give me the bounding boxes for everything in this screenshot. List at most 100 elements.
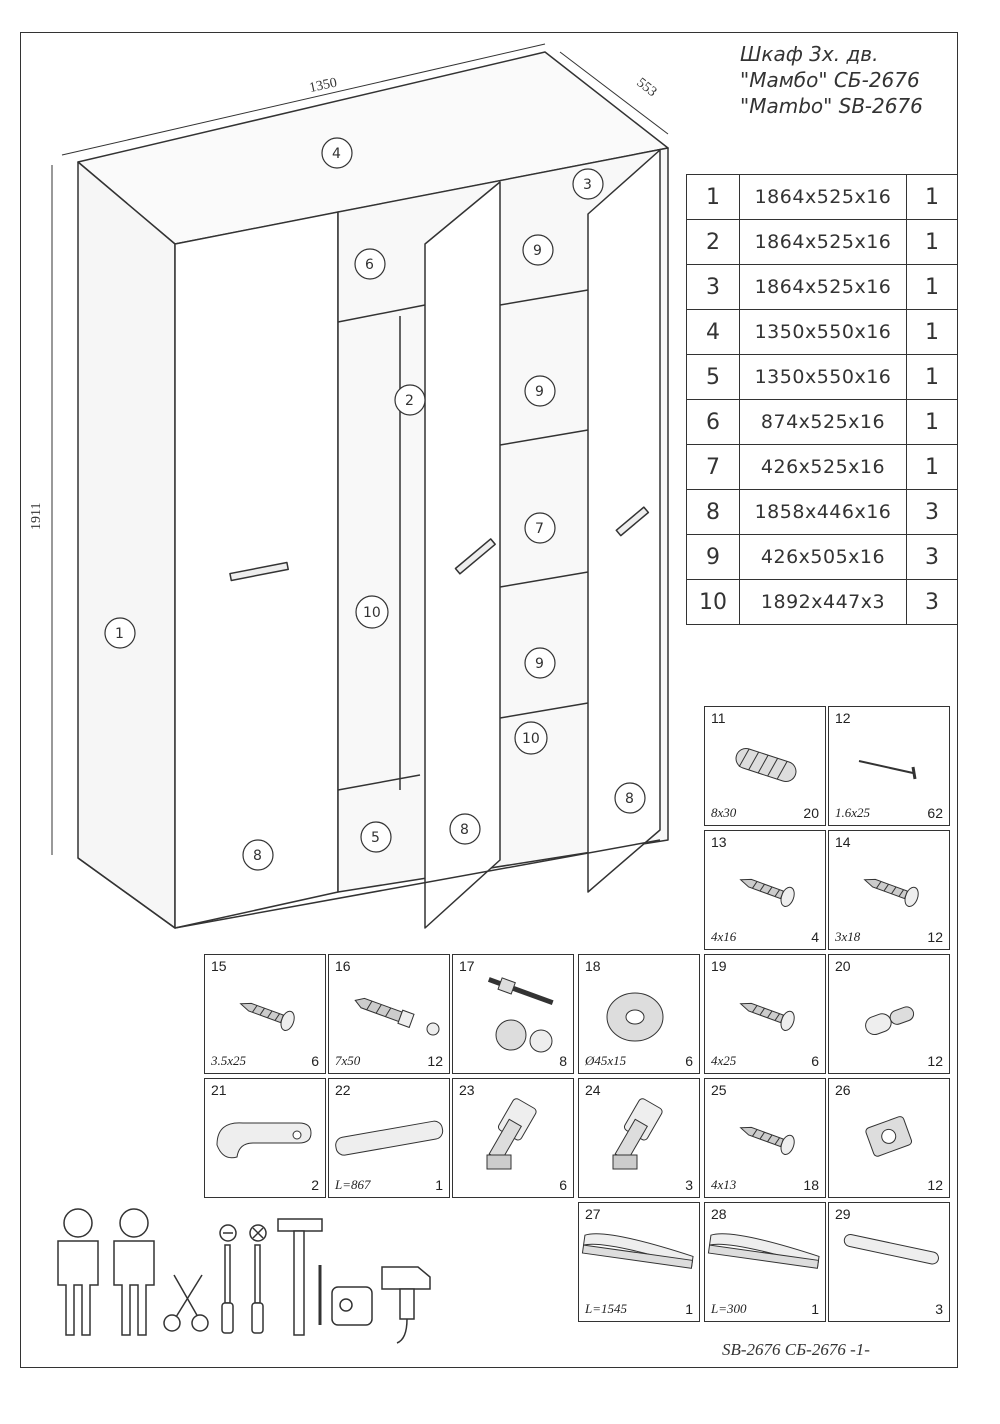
screwdriver-cross-icon [249,1224,267,1334]
mounting-plate-icon [865,1116,913,1157]
hardware-size: 3x18 [835,929,861,944]
part-quantity: 1 [906,174,958,220]
callout-part-9-top: 9 [522,234,554,266]
hardware-quantity: 8 [559,1053,567,1069]
confirmat-screw-icon [354,997,440,1036]
handle-profile-icon [707,1233,820,1269]
hardware-quantity: 1 [685,1301,693,1317]
hardware-number: 20 [835,958,851,974]
part-quantity: 1 [906,264,958,310]
screwdriver-flat-icon [219,1224,237,1334]
hardware-number: 14 [835,834,851,850]
svg-text:3: 3 [583,177,592,193]
dimension-height: 1911 [29,503,44,530]
svg-text:4: 4 [332,146,341,162]
part-quantity: 3 [906,579,958,625]
part-number: 2 [686,219,740,265]
hardware-number: 29 [835,1206,851,1222]
callout-part-10-right: 10 [514,721,548,755]
hardware-number: 18 [585,958,601,974]
hardware-number: 12 [835,710,851,726]
hardware-quantity: 6 [811,1053,819,1069]
svg-text:9: 9 [533,243,542,259]
part-size: 1350x550x16 [739,354,907,400]
hardware-quantity: 1 [435,1177,443,1193]
dowel-icon [735,748,797,782]
part-size: 1350x550x16 [739,309,907,355]
hardware-size: 3.5x25 [211,1053,247,1068]
part-size: 426x505x16 [739,534,907,580]
hardware-number: 24 [585,1082,601,1098]
scissors-icon [163,1274,209,1332]
hardware-size: 4x25 [711,1053,737,1068]
handle-icon [843,1234,939,1265]
cam-lock-icon [487,977,554,1053]
svg-text:8: 8 [253,848,262,864]
part-number: 8 [686,489,740,535]
part-size: 1864x525x16 [739,264,907,310]
hardware-quantity: 1 [811,1301,819,1317]
dimension-width: 1350 [308,75,339,95]
page-footer: SB-2676 СБ-2676 -1- [722,1340,870,1359]
callout-part-3: 3 [572,168,604,200]
tape-measure-icon [331,1286,373,1326]
hardware-number: 15 [211,958,227,974]
part-quantity: 1 [906,219,958,265]
title-product-ru: Шкаф 3х. дв. [740,42,879,66]
hardware-quantity: 12 [927,1177,943,1193]
svg-text:1: 1 [115,626,124,642]
hardware-number: 16 [335,958,351,974]
nail-icon [858,760,917,780]
callout-part-1: 1 [104,617,136,649]
hardware-number: 22 [335,1082,351,1098]
part-number: 7 [686,444,740,490]
hinge-icon [612,1098,663,1170]
svg-text:7: 7 [535,521,544,537]
part-size: 1864x525x16 [739,174,907,220]
hardware-quantity: 3 [935,1301,943,1317]
part-number: 9 [686,534,740,580]
hardware-size: 7x50 [335,1053,361,1068]
hanging-rod-icon [335,1120,444,1156]
part-quantity: 3 [906,489,958,535]
hardware-size: Ø45x15 [585,1053,627,1068]
callout-part-2: 2 [394,384,426,416]
part-size: 874x525x16 [739,399,907,445]
handle-profile-icon [581,1233,694,1269]
hardware-number: 28 [711,1206,727,1222]
hammer-icon [277,1218,323,1336]
svg-text:6: 6 [365,257,374,273]
hardware-quantity: 12 [427,1053,443,1069]
svg-text:10: 10 [522,731,540,747]
screw-icon [863,878,919,907]
part-number: 10 [686,579,740,625]
callout-part-4: 4 [321,137,353,169]
wardrobe-drawing: 1350 553 1911 4 3 6 9 2 9 7 10 1 9 10 8 … [29,43,669,929]
screw-icon [739,1126,795,1155]
callout-part-6: 6 [354,248,386,280]
part-quantity: 1 [906,354,958,400]
callout-part-8-middle: 8 [449,813,481,845]
hardware-size: L=867 [335,1177,371,1192]
svg-text:2: 2 [405,393,414,409]
hardware-quantity: 6 [685,1053,693,1069]
hardware-number: 27 [585,1206,601,1222]
part-size: 426x525x16 [739,444,907,490]
hardware-size: L=300 [711,1301,747,1316]
drill-icon [381,1266,431,1344]
part-size: 1864x525x16 [739,219,907,265]
